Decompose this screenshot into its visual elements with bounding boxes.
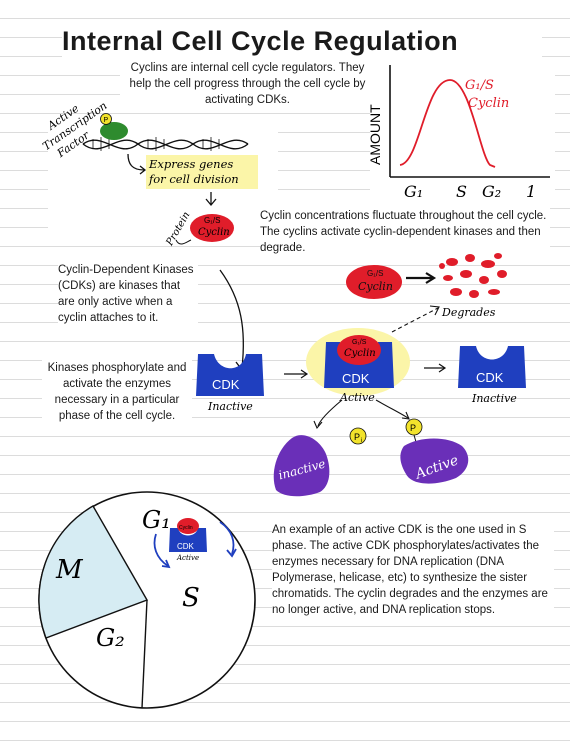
cyclin-to-cdk-arrow — [219, 269, 244, 369]
free-cyclin — [346, 265, 402, 299]
intro-text: Cyclins are internal cell cycle regulato… — [120, 60, 375, 108]
mini-active-label: Active — [176, 554, 199, 562]
inactive-cdk-left-label: CDK — [212, 377, 240, 392]
gene-expression-diagram: Active Transcription Factor P Express ge… — [40, 99, 278, 249]
phosphate-left — [349, 427, 367, 445]
phosphate-left-label: P — [354, 432, 360, 442]
page-title: Internal Cell Cycle Regulation — [62, 26, 542, 57]
express-highlight — [146, 155, 258, 189]
free-cyclin-top: G₁/S — [367, 269, 383, 278]
inactive-cdk-right — [458, 346, 526, 388]
bound-cyclin-top: G₁/S — [352, 339, 367, 346]
g2-phase-label: G₂ — [96, 624, 125, 652]
cyclin-amount-graph: AMOUNT G₁ S G₂ 1 G₁/S Cyclin — [367, 61, 555, 201]
text-cdk-definition: Cyclin-Dependent Kinases (CDKs) are kina… — [58, 262, 198, 326]
graph-tick-g2: G₂ — [482, 182, 501, 201]
curve-label-line1: G₁/S — [465, 78, 494, 93]
mini-cdk — [169, 528, 207, 552]
factor-phosphate-label: P — [104, 117, 109, 124]
cyclin-protein — [190, 214, 234, 242]
mini-cyclin-label: Cyclin — [179, 525, 193, 531]
transcription-factor — [100, 122, 128, 140]
cdk-process-diagram: G₁/S Cyclin Degrades CDK Inactive G₁/S C… — [196, 253, 526, 497]
express-line2: for cell division — [148, 172, 239, 186]
dna-strand-b — [82, 139, 249, 150]
cyclin-top-label: G₁/S — [204, 216, 220, 225]
graph-tick-g1: G₁ — [404, 182, 423, 201]
enzyme-active — [400, 438, 469, 484]
text-phosphorylate: Kinases phosphorylate and activate the e… — [42, 360, 192, 424]
g1-phase-label: G₁ — [142, 506, 171, 534]
cyclin-curve — [399, 79, 496, 168]
m-phase-label: M — [55, 555, 84, 585]
bound-cyclin — [337, 335, 381, 365]
mini-cyclin — [177, 518, 199, 534]
degrades-label: Degrades — [441, 306, 496, 319]
active-label: Active — [339, 391, 375, 404]
phosphate-left-sub: i — [361, 438, 362, 444]
text-fluctuate: Cyclin concentrations fluctuate througho… — [260, 208, 550, 256]
degrades-dashed-arrow — [391, 307, 439, 333]
dna-rungs — [92, 137, 220, 151]
inactive-right-label: Inactive — [471, 392, 517, 405]
text-example: An example of an active CDK is the one u… — [272, 522, 554, 618]
inactive-left-label: Inactive — [207, 400, 253, 413]
graph-y-label: AMOUNT — [367, 104, 383, 165]
cell-cycle-circle: M G₁ S G₂ Cyclin CDK Active — [38, 491, 256, 709]
graph-tick-1: 1 — [526, 182, 536, 201]
degraded-fragments — [439, 253, 507, 298]
mini-cdk-label: CDK — [177, 542, 195, 551]
express-arrow — [127, 153, 145, 171]
bound-cyclin-bottom: Cyclin — [344, 348, 376, 359]
active-cdk-label: CDK — [342, 371, 370, 386]
s-phase-label: S — [182, 583, 200, 613]
express-line1: Express genes — [148, 157, 233, 171]
inactive-cdk-left — [196, 354, 264, 396]
factor-phosphate — [100, 113, 112, 125]
inactive-cdk-right-label: CDK — [476, 370, 504, 385]
cyclin-bottom-label: Cyclin — [198, 227, 230, 238]
graph-tick-s: S — [456, 182, 467, 201]
curve-label-line2: Cyclin — [468, 96, 509, 111]
phosphate-right-label: P — [410, 423, 416, 433]
enzyme-inactive — [273, 435, 330, 497]
m-phase-sector — [38, 505, 149, 639]
free-cyclin-bottom: Cyclin — [358, 280, 393, 293]
